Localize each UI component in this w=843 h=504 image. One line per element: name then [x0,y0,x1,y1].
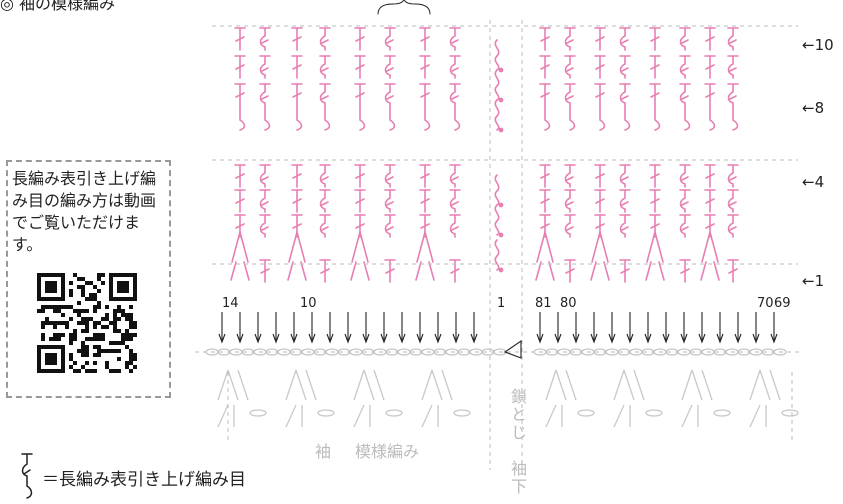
stitch-number-70: 70 [757,296,774,311]
video-guide-box: 長編み表引き上げ編み目の編み方は動画でご覧いただけます。 [6,160,171,398]
chain-join-label: 鎖とじ [508,388,527,442]
row-label-1: ←1 [802,272,825,290]
legend-text: ＝長編み表引き上げ編み目 [42,470,246,490]
fpdc-symbol-icon [21,453,33,499]
video-guide-text: 長編み表引き上げ編み目の編み方は動画でご覧いただけます。 [12,169,157,254]
stitch-number-14: 14 [222,296,239,311]
qr-code[interactable] [37,273,137,373]
stitch-number-80: 80 [560,296,577,311]
stitch-number-1: 1 [497,296,506,311]
stitch-number-69: 69 [774,296,791,311]
title-fragment: ◎ 袖の模様編み [0,0,116,13]
stitch-number-81: 81 [535,296,552,311]
row-label-8: ←8 [802,99,825,117]
underarm-label: 袖下 [508,460,527,496]
pattern-label: 模様編み [355,442,420,461]
stitch-number-10: 10 [300,296,317,311]
row-label-10: ←10 [802,36,834,54]
row-label-4: ←4 [802,173,825,191]
sleeve-label: 袖 [315,442,332,461]
